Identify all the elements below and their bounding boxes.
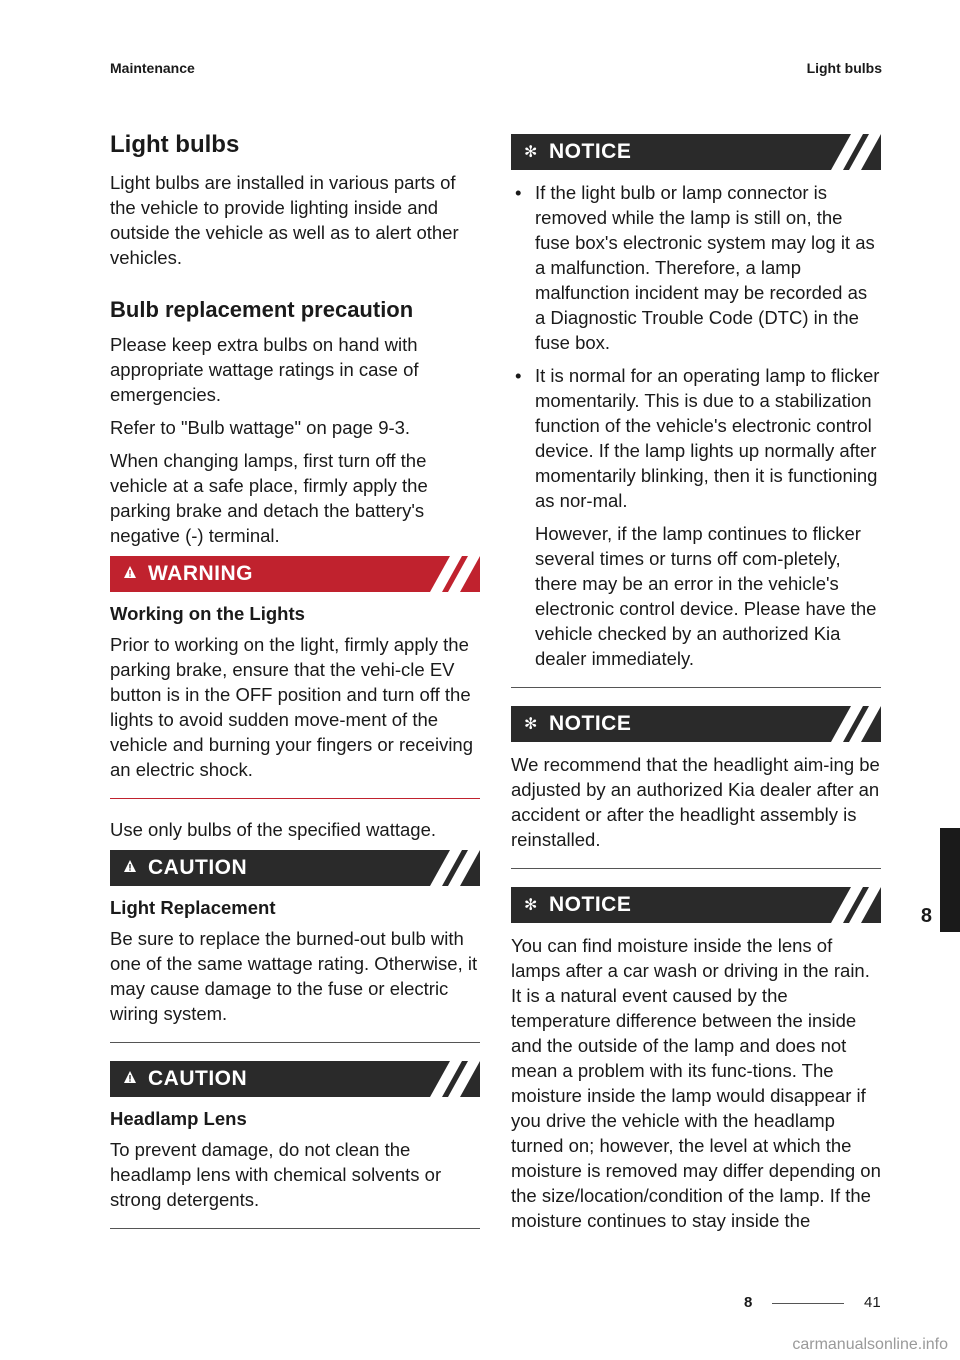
divider bbox=[110, 1042, 480, 1043]
warning-triangle-icon bbox=[116, 565, 144, 584]
notice-followup: However, if the lamp continues to flicke… bbox=[535, 523, 877, 669]
banner-slash-decoration bbox=[817, 134, 881, 170]
notice-banner: ✻ NOTICE bbox=[511, 706, 881, 742]
list-item: If the light bulb or lamp connector is r… bbox=[511, 180, 881, 355]
intro-paragraph: Light bulbs are installed in various par… bbox=[110, 172, 459, 268]
caution-banner: CAUTION bbox=[110, 850, 480, 886]
paragraph: Please keep extra bulbs on hand with app… bbox=[110, 334, 419, 405]
asterisk-icon: ✻ bbox=[524, 716, 538, 733]
caution-text: Be sure to replace the burned-out bulb w… bbox=[110, 928, 478, 1024]
notice-banner: ✻ NOTICE bbox=[511, 887, 881, 923]
caution-label: CAUTION bbox=[148, 856, 248, 879]
banner-slash-decoration bbox=[817, 887, 881, 923]
warning-text: Prior to working on the light, firmly ap… bbox=[110, 634, 474, 780]
asterisk-icon: ✻ bbox=[524, 144, 538, 161]
right-column: ✻ NOTICE If the light bulb or lamp conne… bbox=[511, 130, 881, 1241]
chapter-tab bbox=[940, 828, 960, 932]
caution-label: CAUTION bbox=[148, 1067, 248, 1090]
banner-slash-decoration bbox=[817, 706, 881, 742]
chapter-tab-number: 8 bbox=[920, 905, 932, 927]
warning-banner: WARNING bbox=[110, 556, 480, 592]
divider bbox=[110, 798, 480, 799]
paragraph: When changing lamps, first turn off the … bbox=[110, 450, 428, 546]
running-header-section: Maintenance bbox=[110, 60, 195, 76]
notice-text: You can find moisture inside the lens of… bbox=[511, 935, 881, 1231]
notice-label: NOTICE bbox=[549, 893, 632, 916]
watermark: carmanualsonline.info bbox=[792, 1336, 948, 1353]
running-header-topic: Light bulbs bbox=[806, 60, 882, 76]
list-item: It is normal for an operating lamp to fl… bbox=[511, 363, 881, 513]
banner-slash-decoration bbox=[416, 1061, 480, 1097]
paragraph: Refer to "Bulb wattage" on page 9-3. bbox=[110, 417, 411, 438]
caution-subtitle: Headlamp Lens bbox=[110, 1108, 247, 1129]
warning-subtitle: Working on the Lights bbox=[110, 603, 305, 624]
caution-text: To prevent damage, do not clean the head… bbox=[110, 1139, 442, 1210]
divider bbox=[110, 1228, 480, 1229]
divider bbox=[511, 868, 881, 869]
wattage-note: Use only bulbs of the specified wattage. bbox=[110, 819, 436, 840]
footer-section-number: 8 bbox=[744, 1294, 753, 1311]
footer-page-number: 41 bbox=[864, 1294, 881, 1311]
divider bbox=[511, 687, 881, 688]
warning-label: WARNING bbox=[148, 562, 253, 585]
banner-slash-decoration bbox=[416, 850, 480, 886]
left-column: Light bulbs Light bulbs are installed in… bbox=[110, 130, 480, 1247]
caution-subtitle: Light Replacement bbox=[110, 897, 276, 918]
notice-banner: ✻ NOTICE bbox=[511, 134, 881, 170]
warning-triangle-icon bbox=[116, 859, 144, 878]
notice-label: NOTICE bbox=[549, 712, 632, 735]
banner-slash-decoration bbox=[416, 556, 480, 592]
page-title: Light bulbs bbox=[110, 131, 240, 158]
footer-divider bbox=[772, 1303, 844, 1304]
warning-triangle-icon bbox=[116, 1070, 144, 1089]
notice-bullet-list: If the light bulb or lamp connector is r… bbox=[511, 180, 881, 513]
section-heading: Bulb replacement precaution bbox=[110, 297, 414, 322]
asterisk-icon: ✻ bbox=[524, 897, 538, 914]
notice-text: We recommend that the headlight aim-ing … bbox=[511, 754, 880, 850]
notice-label: NOTICE bbox=[549, 140, 632, 163]
caution-banner: CAUTION bbox=[110, 1061, 480, 1097]
